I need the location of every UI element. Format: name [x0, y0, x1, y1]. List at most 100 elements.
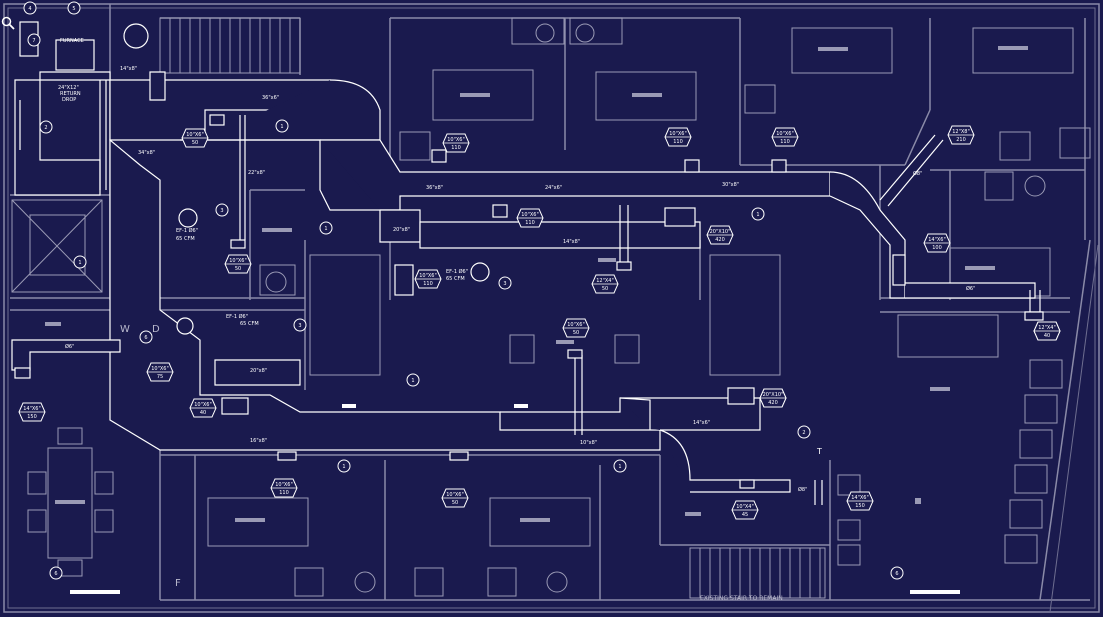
- return-drop-title: RETURN: [60, 91, 81, 97]
- diffuser-size: 10"X4": [736, 504, 754, 510]
- diffuser-size: 12"X4": [1038, 325, 1056, 331]
- diffuser-size: 10"X6": [419, 273, 437, 279]
- grilles: [14, 21, 1044, 489]
- note-number: 6: [54, 571, 57, 577]
- diffuser-tag: 12"X8"210: [947, 125, 975, 145]
- ef1-cfm: 65 CFM: [176, 236, 195, 242]
- duct-label: 16"x8": [250, 438, 267, 444]
- duct-label: 36"x8": [426, 185, 443, 191]
- diffuser-size: 10"X6": [567, 322, 585, 328]
- diffuser-tag: 12"X4" 50: [591, 274, 619, 294]
- note-callout: 2: [797, 425, 811, 439]
- diffuser-size: 10"X6": [521, 212, 539, 218]
- note-number: 1: [324, 226, 327, 232]
- diffuser-size: 10"X6": [446, 492, 464, 498]
- duct-label: 24"x6": [545, 185, 562, 191]
- diffuser-tag: 14"X6"150: [18, 402, 46, 422]
- duct-label: 10"x8": [580, 440, 597, 446]
- ef2-cfm: 65 CFM: [446, 276, 465, 282]
- diffuser-cfm: 110: [525, 220, 535, 226]
- diffuser-cfm: 110: [279, 490, 289, 496]
- ef2-size: EF-1 Ø6": [446, 268, 468, 275]
- shaft: [11, 199, 103, 293]
- diffuser-tag: 10"X6" 50: [562, 318, 590, 338]
- note-callout: 3: [215, 203, 229, 217]
- diffuser-tag: 10"X4" 45: [731, 500, 759, 520]
- diffuser-cfm: 50: [235, 266, 241, 272]
- duct-label: Ø6": [65, 343, 74, 350]
- note-callout: 1: [613, 459, 627, 473]
- note-callout: 5: [67, 1, 81, 15]
- diffuser-cfm: 110: [451, 145, 461, 151]
- note-number: 1: [756, 212, 759, 218]
- stair-bottom: [689, 547, 826, 599]
- washer-label: W: [120, 324, 130, 335]
- diffuser-size: 12"X4": [596, 278, 614, 284]
- diffuser-cfm: 420: [715, 237, 725, 243]
- note-number: 3: [220, 208, 223, 214]
- note-number: 6: [895, 571, 898, 577]
- diffuser-tag: 10"X6" 50: [224, 254, 252, 274]
- diffuser-size: 10"X6": [669, 131, 687, 137]
- diffuser-cfm: 50: [452, 500, 458, 506]
- diffuser-tag: 10"X6" 50: [441, 488, 469, 508]
- diffuser-cfm: 150: [855, 503, 865, 509]
- diffuser-cfm: 150: [27, 414, 37, 420]
- diffuser-size: 10"X6": [776, 131, 794, 137]
- note-callout: 1: [406, 373, 420, 387]
- diffuser-tag: 10"X6" 110: [270, 478, 298, 498]
- diffuser-cfm: 110: [780, 139, 790, 145]
- duct-label: Ø6": [966, 285, 975, 292]
- return-drop-size: 24"X12": [58, 85, 79, 91]
- diffuser-size: 10"X6": [186, 132, 204, 138]
- diffuser-tag: 20"X10"420: [759, 388, 787, 408]
- diffuser-cfm: 50: [192, 140, 198, 146]
- diffuser-cfm: 420: [768, 400, 778, 406]
- note-number: 6: [144, 335, 147, 341]
- diffuser-cfm: 50: [602, 286, 608, 292]
- return-drop-label: DROP: [62, 97, 76, 103]
- ef3-size: EF-1 Ø6": [226, 313, 248, 320]
- diffuser-cfm: 75: [157, 374, 163, 380]
- note-number: 1: [342, 464, 345, 470]
- duct-network: [11, 71, 1041, 505]
- duct-label: 14"x8": [120, 66, 137, 72]
- zoom-icon[interactable]: [1, 16, 15, 30]
- note-callout: 1: [275, 119, 289, 133]
- diffuser-tag: 10"X6"110: [414, 269, 442, 289]
- diffuser-size: 10"X6": [229, 258, 247, 264]
- diffuser-cfm: 110: [673, 139, 683, 145]
- diffuser-tag: 10"X6" 110: [516, 208, 544, 228]
- diffuser-cfm: 50: [573, 330, 579, 336]
- diffuser-tag: 10"X6" 110: [664, 127, 692, 147]
- duct-label: Ø8": [798, 486, 807, 493]
- diffuser-size: 10"X6": [275, 482, 293, 488]
- diffuser-tag: 10"X6"75: [146, 362, 174, 382]
- duct-label: 30"x8": [722, 182, 739, 188]
- diffuser-tag: 10"X6" 50: [181, 128, 209, 148]
- diffuser-size: 10"X6": [194, 402, 212, 408]
- note-callout: 6: [49, 566, 63, 580]
- note-number: 1: [618, 464, 621, 470]
- duct-label: 14"x6": [693, 420, 710, 426]
- duct-label: 34"x8": [138, 150, 155, 156]
- note-callout: 3: [498, 276, 512, 290]
- note-number: 3: [503, 281, 506, 287]
- diffuser-cfm: 100: [932, 245, 942, 251]
- ef3-cfm: 65 CFM: [240, 321, 259, 327]
- diffuser-cfm: 45: [742, 512, 748, 518]
- diffuser-tag: 14"X6"100: [923, 233, 951, 253]
- note-callout: 1: [319, 221, 333, 235]
- note-number: 7: [32, 38, 35, 44]
- stair-top: [159, 17, 301, 74]
- duct-label: 14"x8": [563, 239, 580, 245]
- diffuser-cfm: 40: [1044, 333, 1050, 339]
- note-number: 1: [411, 378, 414, 384]
- note-number: 1: [280, 124, 283, 130]
- note-callout: 1: [751, 207, 765, 221]
- stair-label: EXISTING STAIR TO REMAIN: [700, 595, 783, 602]
- duct-label: 20"x8": [250, 368, 267, 374]
- dryer-label: D: [152, 324, 160, 335]
- diffuser-tag: 12"X4" 40: [1033, 321, 1061, 341]
